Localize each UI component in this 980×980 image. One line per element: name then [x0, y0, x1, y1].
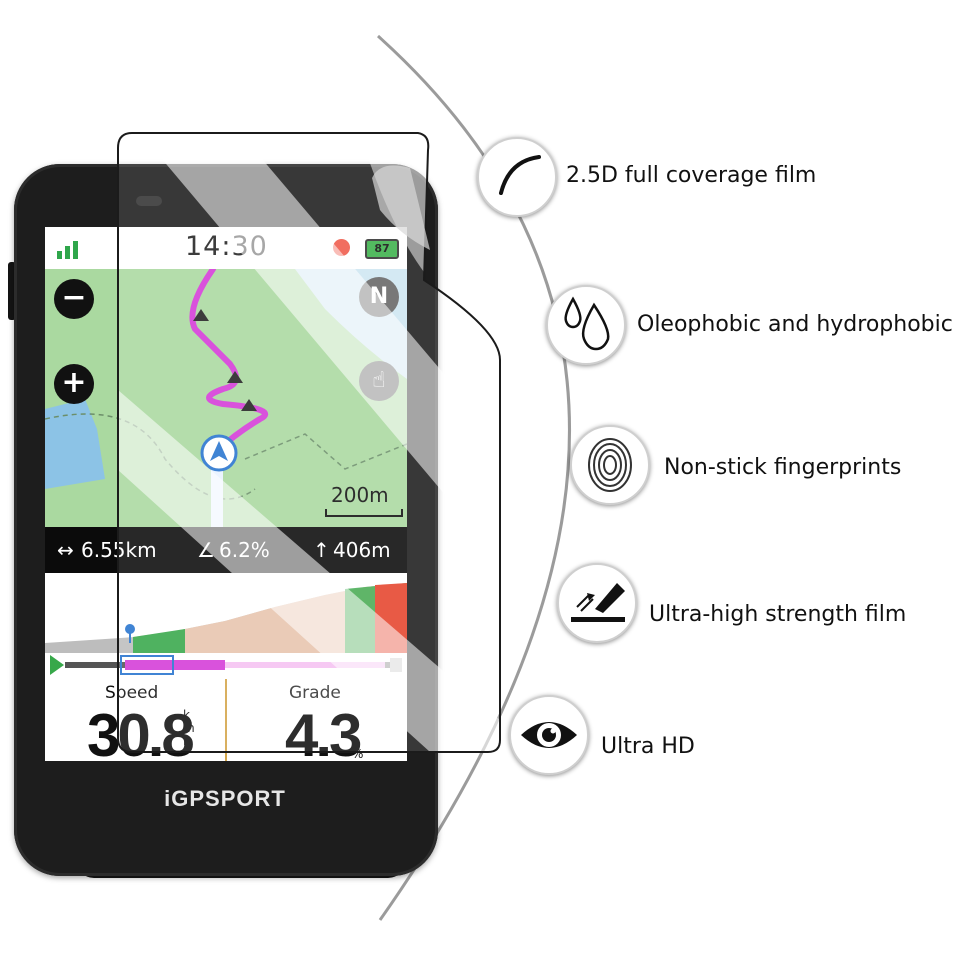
route-progress-bar[interactable] [45, 653, 407, 677]
route-map[interactable]: − + N ☝ 200m [45, 269, 407, 527]
feature-badge-4 [557, 563, 637, 643]
grade-label: Grade [289, 683, 341, 703]
feature-label-1: 2.5D full coverage film [566, 163, 817, 188]
grade-unit: % [352, 747, 364, 761]
feature-badge-2 [546, 285, 626, 365]
elevation-profile [45, 573, 407, 653]
route-info-strip: ↔ 6.55km ∠ 6.2% ↑ 406m [45, 527, 407, 573]
distance-icon: ↔ [57, 538, 74, 562]
record-indicator-icon [333, 239, 350, 256]
map-scale-bar [325, 509, 403, 517]
clock: 14:30 [185, 231, 268, 262]
grade-icon: ∠ [197, 538, 215, 562]
feature-label-3: Non-stick fingerprints [664, 455, 902, 480]
speed-label: Speed [105, 683, 159, 703]
distance-value: 6.55km [81, 538, 157, 562]
map-scale-label: 200m [331, 483, 389, 507]
droplets-icon [564, 296, 610, 351]
speed-unit: k m h [183, 708, 195, 748]
feature-badge-3 [570, 425, 650, 505]
light-sensor [136, 196, 162, 206]
brand-logo: iGPSPORT [164, 786, 286, 811]
field-divider [225, 679, 227, 761]
grade-value: 6.2% [219, 538, 270, 562]
status-bar: 14:30 87 [45, 227, 407, 269]
feature-label-5: Ultra HD [601, 734, 695, 759]
data-fields: Speed 30.8 k m h Grade 4.3 % [45, 679, 407, 761]
fingerprint-icon [588, 438, 632, 492]
grade-field-value: 4.3 [285, 702, 362, 761]
battery-indicator: 87 [365, 239, 399, 259]
eye-icon [521, 722, 577, 748]
north-compass-button[interactable]: N [359, 277, 399, 317]
feature-label-2: Oleophobic and hydrophobic [637, 312, 953, 337]
curved-edge-icon [499, 155, 541, 195]
ascent-icon: ↑ [313, 538, 330, 562]
feature-badge-5 [509, 695, 589, 775]
feature-badge-1 [477, 137, 557, 217]
knife-scratch-icon [571, 583, 625, 622]
ascent-value: 406m [333, 538, 391, 562]
feature-label-4: Ultra-high strength film [649, 602, 907, 627]
device-screen: 14:30 87 − + N ☝ 200m ↔ 6.55km ∠ 6.2% ↑ [45, 227, 407, 761]
pan-hand-button[interactable]: ☝ [359, 361, 399, 401]
zoom-in-button[interactable]: + [54, 364, 94, 404]
zoom-out-button[interactable]: − [54, 279, 94, 319]
speed-value: 30.8 [87, 702, 195, 761]
device-side-button [8, 262, 16, 320]
